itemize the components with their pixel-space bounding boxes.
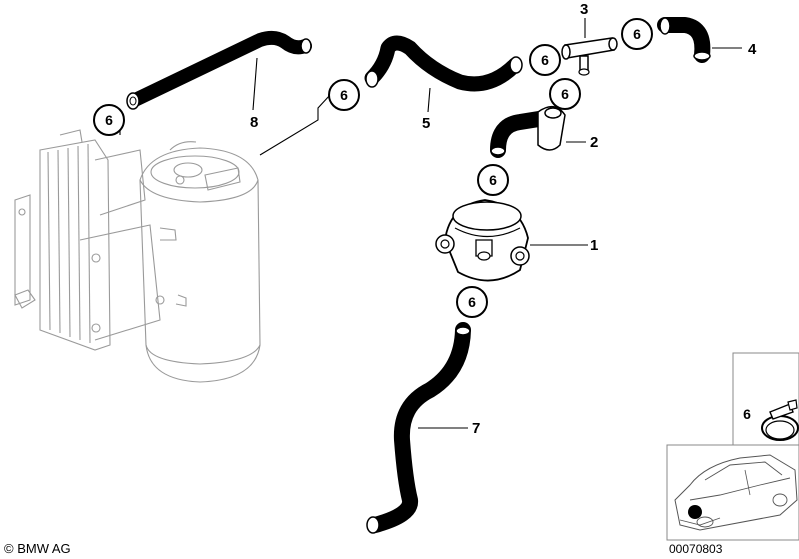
hose-7 xyxy=(366,322,471,534)
clamp-callout-4: 6 xyxy=(621,18,653,50)
location-marker-icon xyxy=(688,505,702,519)
copyright-text: © BMW AG xyxy=(4,541,71,556)
hose-4 xyxy=(657,17,711,63)
clamp-callout-2: 6 xyxy=(328,79,360,111)
svg-text:6: 6 xyxy=(340,87,348,103)
callout-3: 3 xyxy=(580,1,588,18)
hose-8 xyxy=(126,30,312,110)
inset-clamp-label: 6 xyxy=(743,406,751,422)
callout-8: 8 xyxy=(250,114,258,131)
hose-2 xyxy=(490,106,566,158)
clamp-callout-6: 6 xyxy=(477,164,509,196)
clamp-callout-1: 6 xyxy=(93,104,125,136)
clamp-callout-7: 6 xyxy=(456,286,488,318)
hose-clamp-icon xyxy=(761,399,799,441)
svg-text:6: 6 xyxy=(561,86,569,102)
clamp-inset: 6 xyxy=(732,352,799,446)
svg-text:6: 6 xyxy=(468,294,476,310)
svg-text:6: 6 xyxy=(633,26,641,42)
document-number: 00070803 xyxy=(669,542,723,556)
callout-7: 7 xyxy=(472,420,480,437)
hose-5 xyxy=(364,35,523,92)
clamp-callout-5: 6 xyxy=(549,78,581,110)
valve-1 xyxy=(435,199,530,282)
callout-1: 1 xyxy=(590,237,598,254)
callout-4: 4 xyxy=(748,41,757,58)
callout-5: 5 xyxy=(422,115,430,132)
svg-text:6: 6 xyxy=(489,172,497,188)
charcoal-canister-illustration xyxy=(14,129,261,383)
connector-3 xyxy=(561,37,618,76)
svg-text:6: 6 xyxy=(105,112,113,128)
vehicle-locator-inset xyxy=(666,444,799,541)
leader-lines xyxy=(119,18,742,429)
car-outline-icon xyxy=(674,454,798,531)
callout-2: 2 xyxy=(590,134,598,151)
svg-text:6: 6 xyxy=(541,52,549,68)
clamp-callout-3: 6 xyxy=(529,44,561,76)
